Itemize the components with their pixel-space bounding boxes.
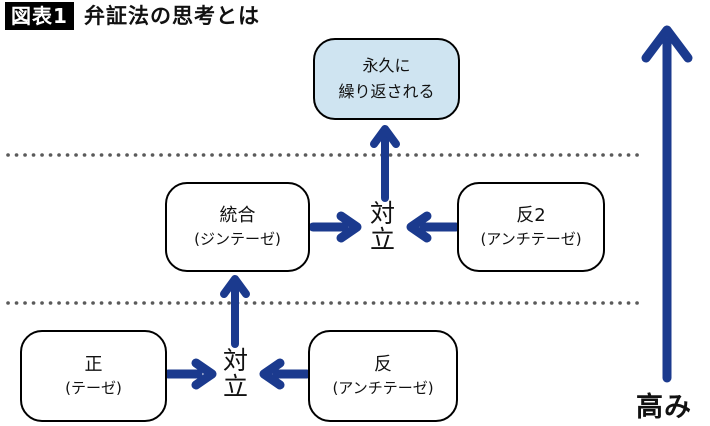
node-thesis-reading: (テーゼ)	[65, 379, 122, 398]
arrow-antithesis1-to-conflict	[259, 358, 312, 390]
node-thesis: 正 (テーゼ)	[20, 330, 167, 422]
node-antithesis2: 反2 (アンチテーゼ)	[457, 182, 605, 272]
arrow-antithesis2-to-conflict	[406, 211, 461, 243]
arrow-thesis-to-conflict	[163, 358, 217, 390]
arrow-head-right-icon	[191, 358, 217, 390]
height-axis-label: 高み	[636, 392, 692, 423]
node-antithesis1: 反 (アンチテーゼ)	[308, 330, 458, 422]
node-eternal-repeat: 永久に 繰り返される	[313, 38, 460, 120]
arrow-head-left-icon	[259, 358, 285, 390]
node-eternal-line2: 繰り返される	[338, 82, 435, 101]
node-synthesis-title: 統合	[219, 204, 256, 226]
conflict-label-lower: 対立	[222, 346, 248, 401]
node-eternal-line1: 永久に	[362, 56, 411, 75]
node-antithesis2-title: 反2	[516, 204, 546, 226]
node-synthesis-reading: (ジンテーゼ)	[194, 230, 281, 249]
node-antithesis1-reading: (アンチテーゼ)	[332, 379, 434, 398]
arrow-synthesis-to-conflict	[308, 211, 362, 243]
conflict-label-upper: 対立	[369, 199, 395, 254]
arrow-head-up-icon	[641, 25, 693, 63]
height-axis-arrow	[641, 25, 693, 383]
node-antithesis1-title: 反	[374, 353, 392, 375]
arrow-conflict-to-synthesis	[220, 275, 250, 348]
node-synthesis: 統合 (ジンテーゼ)	[165, 182, 310, 272]
arrow-head-up-icon	[220, 275, 250, 298]
figure-number-label: 図表1	[5, 2, 74, 30]
arrow-head-right-icon	[336, 211, 362, 243]
arrow-conflict-to-eternal	[370, 125, 400, 202]
node-thesis-title: 正	[84, 353, 103, 375]
figure-title: 弁証法の思考とは	[84, 4, 260, 28]
arrow-head-up-icon	[370, 125, 400, 148]
node-antithesis2-reading: (アンチテーゼ)	[480, 230, 582, 249]
arrow-head-left-icon	[406, 211, 432, 243]
